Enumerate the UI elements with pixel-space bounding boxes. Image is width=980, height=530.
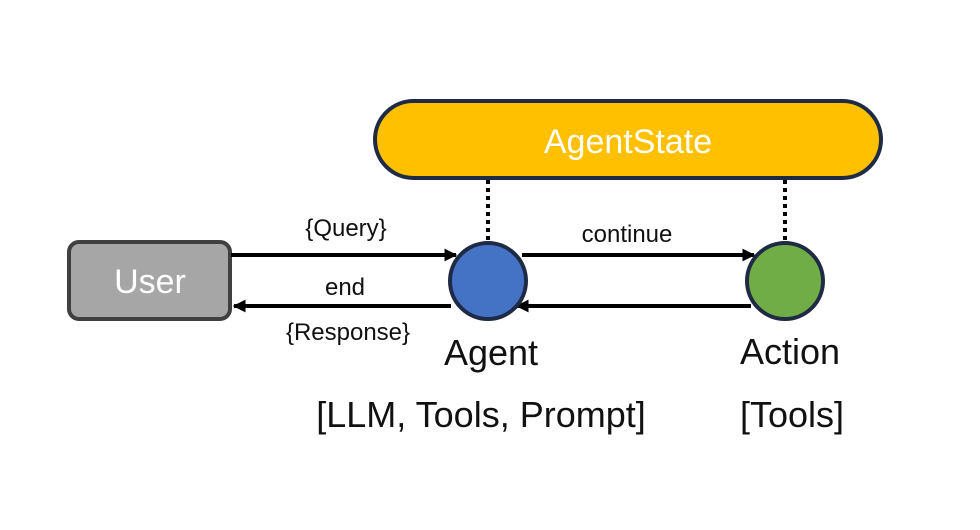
action-shape (745, 241, 825, 321)
continue-edge-label: continue (582, 221, 673, 248)
response-edge-label: {Response} (286, 319, 410, 346)
user-label: User (114, 263, 186, 301)
query-edge-label: {Query} (305, 215, 386, 242)
agent-sublabel: [LLM, Tools, Prompt] (316, 394, 645, 435)
agent-label: Agent (444, 332, 538, 373)
agent-state-shape (373, 99, 883, 180)
agent-node: Agent [LLM, Tools, Prompt] (316, 241, 646, 435)
user-node: User (67, 240, 232, 321)
user-shape (67, 240, 232, 321)
action-sublabel: [Tools] (740, 394, 844, 435)
agent-state-node: AgentState (373, 99, 883, 180)
agent-state-label: AgentState (544, 123, 712, 161)
end-edge-label: end (325, 274, 365, 301)
action-node: Action [Tools] (740, 241, 844, 435)
action-label: Action (740, 331, 840, 372)
agent-shape (448, 241, 528, 321)
